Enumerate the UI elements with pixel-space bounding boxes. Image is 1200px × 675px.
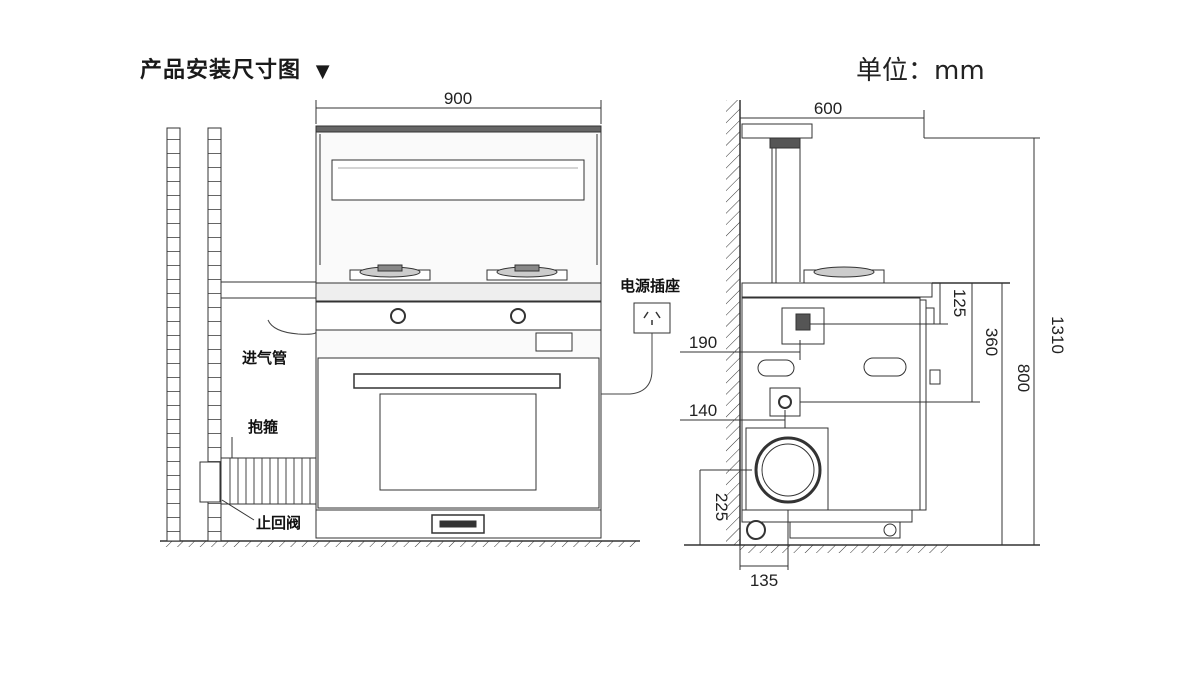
hood-panel xyxy=(331,159,585,201)
side-floor-hatch xyxy=(740,545,950,553)
label-hose-clamp: 抱箍 xyxy=(248,418,278,436)
dim-600: 600 xyxy=(814,99,842,118)
dim-900: 900 xyxy=(444,89,472,108)
dim-140: 140 xyxy=(689,401,717,420)
knob-right-icon xyxy=(510,308,526,324)
page-title: 产品安装尺寸图 ▼ xyxy=(140,52,331,84)
oven-handle xyxy=(353,373,561,389)
side-wall-hatch xyxy=(726,100,740,545)
cooktop xyxy=(315,282,602,302)
wheel-icon xyxy=(746,520,766,540)
power-socket-icon xyxy=(633,302,671,334)
control-strip xyxy=(315,301,602,331)
dim-125: 125 xyxy=(950,289,969,317)
label-power-socket: 电源插座 xyxy=(620,277,680,295)
vent-left-icon xyxy=(757,359,795,377)
label-gas-inlet: 进气管 xyxy=(242,349,287,367)
dim-1310: 1310 xyxy=(1048,316,1067,354)
label-check-valve: 止回阀 xyxy=(256,514,301,532)
burner-left-icon xyxy=(349,264,431,281)
hood-cap xyxy=(315,125,602,133)
oven-window xyxy=(379,393,537,491)
dim-190: 190 xyxy=(689,333,717,352)
dim-225: 225 xyxy=(712,493,731,521)
dim-360: 360 xyxy=(982,328,1001,356)
front-floor-hatch xyxy=(160,541,640,547)
title-text: 产品安装尺寸图 xyxy=(140,58,302,83)
knob-left-icon xyxy=(390,308,406,324)
dim-135: 135 xyxy=(750,571,778,590)
wall-column-right xyxy=(207,127,222,542)
display-panel xyxy=(535,332,573,352)
burner-right-icon xyxy=(486,264,568,281)
side-view xyxy=(680,100,1040,570)
dim-800: 800 xyxy=(1014,364,1033,392)
vent-right-icon xyxy=(863,357,907,377)
front-view xyxy=(160,100,671,547)
triangle-down-icon: ▼ xyxy=(315,61,331,82)
unit-label: 单位：mm xyxy=(856,56,985,86)
exhaust-duct xyxy=(220,457,317,505)
wall-column-left xyxy=(166,127,181,542)
